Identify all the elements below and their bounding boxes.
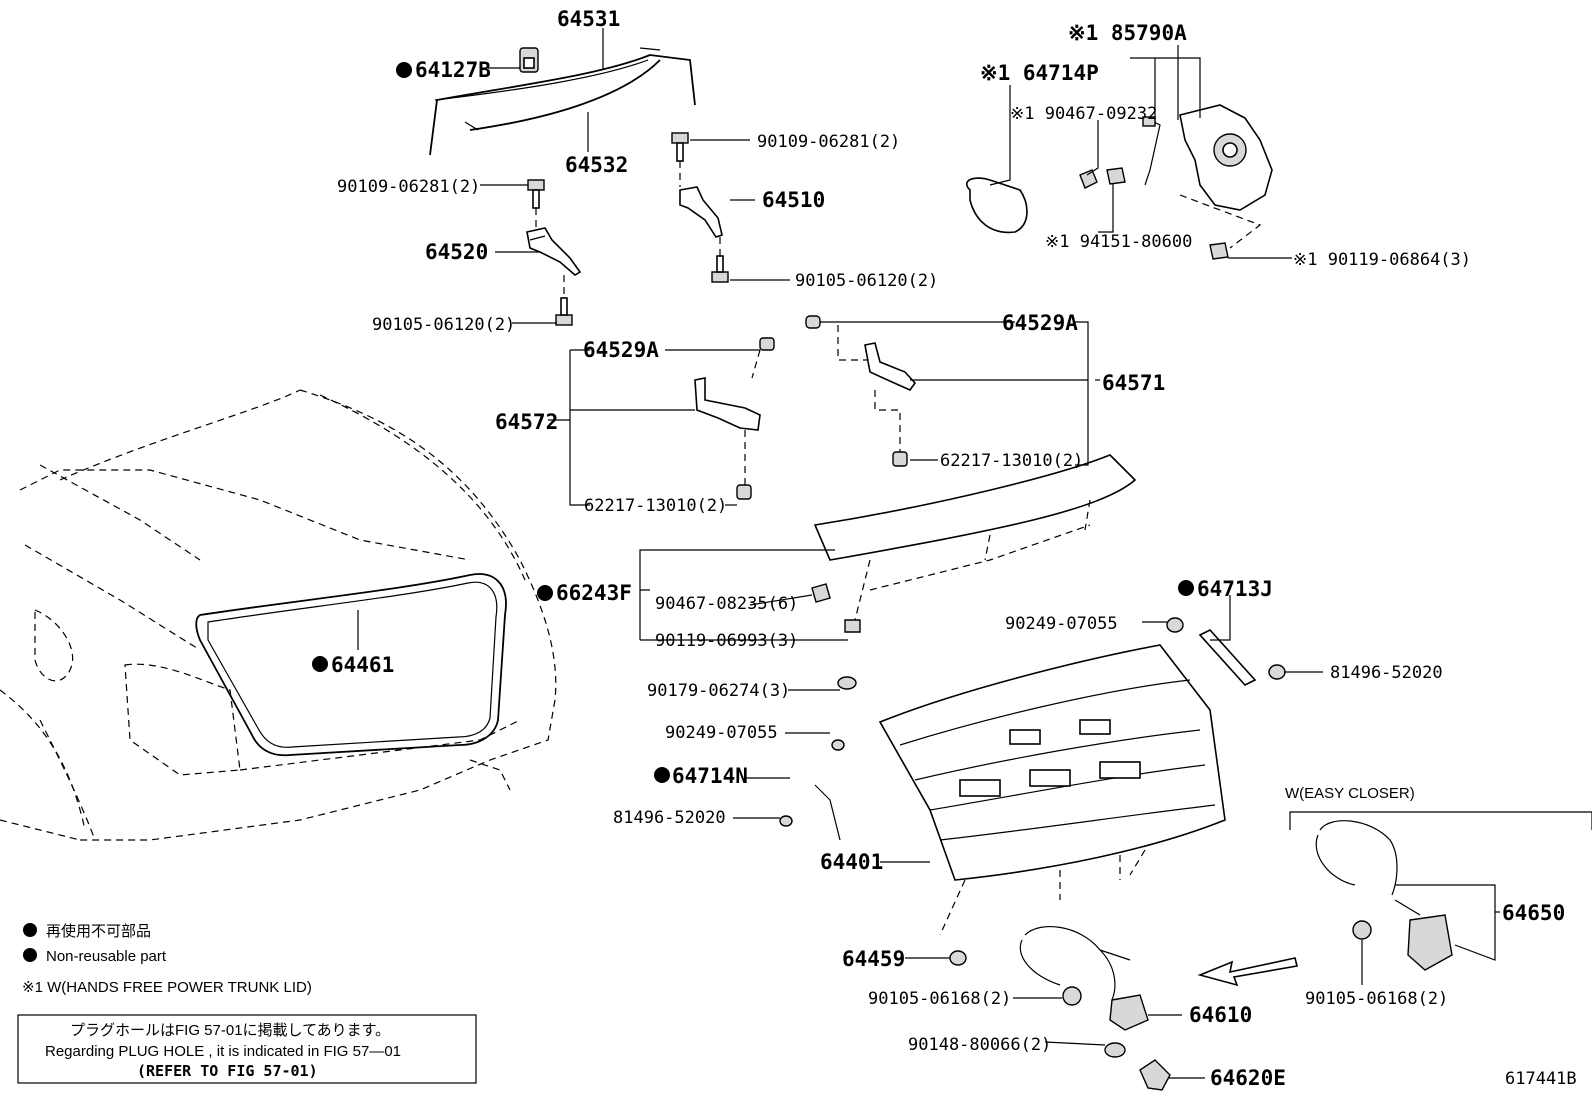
label-81496-52020-b: 81496-52020 <box>1330 663 1443 683</box>
spoiler-66243F <box>811 454 1137 690</box>
figure-id: 617441B <box>1505 1069 1577 1089</box>
easy-closer-frame <box>1289 811 1592 830</box>
label-64459: 64459 <box>842 947 905 971</box>
label-85790A: ※1 85790A <box>1068 21 1187 45</box>
label-64620E: 64620E <box>1210 1066 1286 1090</box>
hinge-64520 <box>526 179 582 326</box>
non-reusable-dot-icon <box>23 923 37 937</box>
hinge-bracket-64572 <box>694 337 775 500</box>
label-90105-06120-a: 90105-06120(2) <box>795 271 938 291</box>
label-90249-07055-a: 90249-07055 <box>665 723 778 743</box>
label-90179-06274: 90179-06274(3) <box>647 681 790 701</box>
striker-64620E <box>1104 1042 1171 1091</box>
non-reusable-dot-icon <box>312 656 328 672</box>
label-64510: 64510 <box>762 188 825 212</box>
grommet-64459 <box>949 950 967 966</box>
label-90119-06864: ※1 90119-06864(3) <box>1293 250 1471 270</box>
hinge-bracket-64571 <box>805 315 917 467</box>
reference-line1: プラグホールはFIG 57-01に掲載してあります。 <box>70 1022 390 1039</box>
easy-closer-title: W(EASY CLOSER) <box>1285 785 1415 802</box>
reference-line3: (REFER TO FIG 57-01) <box>137 1062 318 1080</box>
label-90249-07055-b: 90249-07055 <box>1005 614 1118 634</box>
label-64610: 64610 <box>1189 1003 1252 1027</box>
non-reusable-dot-icon <box>1178 580 1194 596</box>
label-90105-06168-a: 90105-06168(2) <box>868 989 1011 1009</box>
label-64713J: 64713J <box>1197 577 1273 601</box>
label-90105-06168-b: 90105-06168(2) <box>1305 989 1448 1009</box>
reference-line2: Regarding PLUG HOLE , it is indicated in… <box>45 1043 401 1060</box>
label-64572: 64572 <box>495 410 558 434</box>
pad-64713J <box>1166 617 1286 686</box>
label-64529A-b: 64529A <box>1002 311 1078 335</box>
label-64531: 64531 <box>557 7 620 31</box>
weatherstrip-64461 <box>195 573 507 757</box>
label-64127B: 64127B <box>415 58 491 82</box>
lock-64610 <box>1019 926 1149 1031</box>
label-64650: 64650 <box>1502 901 1565 925</box>
car-body-outline <box>0 389 557 841</box>
label-62217-13010-a: 62217-13010(2) <box>584 496 727 516</box>
power-unit-85790A <box>965 104 1273 260</box>
clip-64127B <box>519 47 539 73</box>
non-reusable-dot-icon <box>23 948 37 962</box>
label-90148-80066: 90148-80066(2) <box>908 1035 1051 1055</box>
label-64571: 64571 <box>1102 371 1165 395</box>
label-90109-06281-a: 90109-06281(2) <box>337 177 480 197</box>
label-64532: 64532 <box>565 153 628 177</box>
arrow-left-icon <box>1197 957 1298 987</box>
label-64714P: ※1 64714P <box>980 61 1099 85</box>
hinge-64510 <box>671 132 729 283</box>
reference-box <box>17 1014 477 1084</box>
label-90467-09232: ※1 90467-09232 <box>1010 104 1157 124</box>
label-62217-13010-b: 62217-13010(2) <box>940 451 1083 471</box>
label-64714N: 64714N <box>672 764 748 788</box>
non-reusable-dot-icon <box>396 62 412 78</box>
label-90119-06993: 90119-06993(3) <box>655 631 798 651</box>
label-64461: 64461 <box>331 653 394 677</box>
label-64401: 64401 <box>820 850 883 874</box>
label-90109-06281-b: 90109-06281(2) <box>757 132 900 152</box>
label-66243F: 66243F <box>556 581 632 605</box>
label-90105-06120-b: 90105-06120(2) <box>372 315 515 335</box>
non-reusable-dot-icon <box>654 767 670 783</box>
label-94151-80600: ※1 94151-80600 <box>1045 232 1192 252</box>
trunk-lid-64401 <box>779 644 1226 936</box>
label-64529A-a: 64529A <box>583 338 659 362</box>
legend-note1: ※1 W(HANDS FREE POWER TRUNK LID) <box>22 979 312 996</box>
easy-closer-64650 <box>1315 820 1453 971</box>
legend-en: Non-reusable part <box>46 948 167 965</box>
label-90467-08235: 90467-08235(6) <box>655 594 798 614</box>
label-81496-52020-a: 81496-52020 <box>613 808 726 828</box>
lid-cable-64531 <box>429 47 696 156</box>
non-reusable-dot-icon <box>537 585 553 601</box>
label-64520: 64520 <box>425 240 488 264</box>
leader-lines <box>357 28 1500 1079</box>
legend-jp: 再使用不可部品 <box>46 923 151 940</box>
